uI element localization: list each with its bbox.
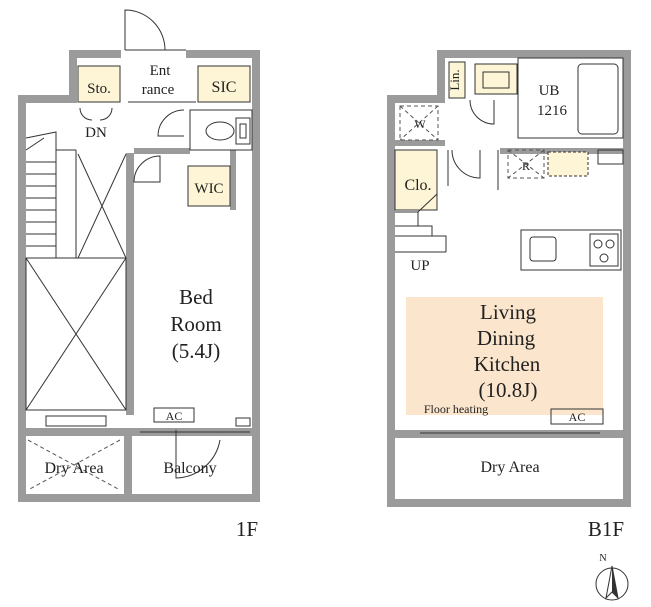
ub-label-2: 1216 <box>537 103 568 119</box>
wic-label: WIC <box>194 181 223 197</box>
floor-b1f: Lin. UB 1216 W R Clo. UP Living Dining K… <box>387 50 631 541</box>
sic-box <box>197 65 251 103</box>
ldk-ac-label: AC <box>569 410 586 424</box>
floor-b1f-label: B1F <box>588 517 624 541</box>
north-compass-icon: N <box>595 553 629 601</box>
ldk-label-1: Living <box>480 300 536 324</box>
staircase-b1f <box>395 193 447 253</box>
sic-label: SIC <box>212 79 237 96</box>
entrance-label-2: rance <box>142 82 175 98</box>
bedroom-size: (5.4J) <box>172 339 220 363</box>
kitchen-counter <box>520 229 622 271</box>
floor-1f-walls <box>18 50 260 502</box>
stairs-down-label: DN <box>85 125 107 141</box>
linen-label: Lin. <box>447 69 462 90</box>
ldk-floor-heating-area <box>406 297 603 415</box>
floor-1f: Sto. Ent rance SIC DN WIC Bed Room (5.4J… <box>18 9 260 541</box>
ub-label-1: UB <box>539 83 560 99</box>
compass-north-label: N <box>599 553 606 564</box>
balcony-door <box>175 430 221 479</box>
bedroom-ac-label: AC <box>166 409 183 423</box>
linen-box <box>448 61 466 99</box>
entrance-door <box>124 9 166 51</box>
stove-icon <box>589 233 619 267</box>
washbasin <box>474 63 518 95</box>
closet-label: Clo. <box>404 177 431 194</box>
bedroom-ac <box>153 407 195 423</box>
sink-icon <box>529 236 557 262</box>
balcony-label: Balcony <box>163 460 216 477</box>
storage-label: Sto. <box>87 81 111 97</box>
dry-area-b1f-label: Dry Area <box>480 459 539 476</box>
floor-heating-label: Floor heating <box>424 402 488 416</box>
toilet-icon <box>205 121 235 141</box>
floor-1f-label: 1F <box>236 517 258 541</box>
washer-space <box>399 105 439 141</box>
ldk-label-3: Kitchen <box>474 352 541 376</box>
washer-label: W <box>414 117 426 131</box>
bath-room <box>517 57 624 139</box>
bedroom-label-2: Room <box>170 312 221 336</box>
dry-area-1f-x <box>27 439 121 491</box>
fridge-label: R <box>522 159 530 173</box>
wic-box <box>187 165 231 207</box>
bedroom-door <box>133 155 161 183</box>
fridge-space <box>507 149 545 179</box>
dry-area-1f-label: Dry Area <box>44 460 103 477</box>
bathtub <box>577 63 619 135</box>
staircase-1f <box>25 131 77 259</box>
bedroom-label-1: Bed <box>179 285 213 309</box>
ldk-ac <box>550 408 604 425</box>
ldk-label-2: Dining <box>477 326 536 350</box>
void-open-below <box>25 153 127 427</box>
storage-box <box>77 65 121 103</box>
toilet-door <box>157 109 185 137</box>
floor-b1f-walls <box>387 50 631 507</box>
closet-door <box>451 149 481 179</box>
stairs-up-label: UP <box>410 258 429 274</box>
toilet-room <box>189 109 253 151</box>
ldk-size: (10.8J) <box>479 378 538 402</box>
entrance-label-1: Ent <box>150 63 172 79</box>
